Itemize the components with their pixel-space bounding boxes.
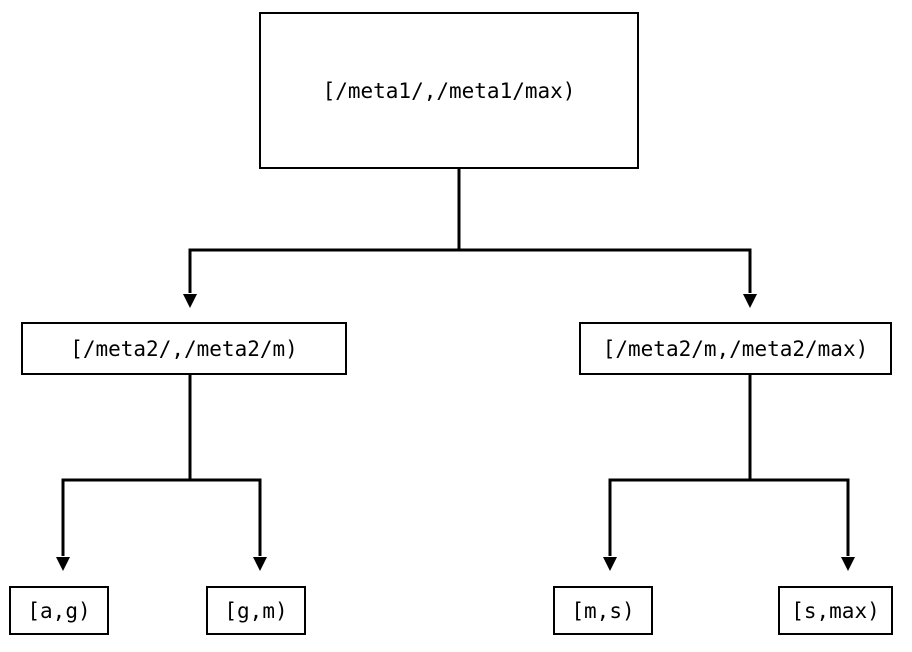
- edge-mid-left-to-leaf-ag: [56, 375, 192, 571]
- node-mid-left-label: [/meta2/,/meta2/m): [70, 336, 298, 361]
- edge-mid-right-to-leaf-ms: [603, 375, 752, 571]
- node-leaf-ag-label: [a,g): [27, 598, 91, 623]
- arrowhead-icon: [743, 294, 757, 308]
- node-mid-left[interactable]: [/meta2/,/meta2/m): [21, 322, 347, 375]
- arrowhead-icon: [841, 557, 855, 571]
- node-mid-right-label: [/meta2/m,/meta2/max): [602, 336, 869, 361]
- node-leaf-ms-label: [m,s): [571, 598, 635, 623]
- node-leaf-gm-label: [g,m): [224, 598, 288, 623]
- node-leaf-smax-label: [s,max): [791, 598, 880, 623]
- arrowhead-icon: [183, 294, 197, 308]
- edge-mid-left-to-leaf-gm: [188, 375, 267, 571]
- node-root-label: [/meta1/,/meta1/max): [322, 78, 576, 103]
- arrowhead-icon: [603, 557, 617, 571]
- edge-root-to-mid-left: [183, 169, 461, 308]
- edge-mid-right-to-leaf-smax: [748, 375, 855, 571]
- node-root[interactable]: [/meta1/,/meta1/max): [259, 12, 639, 169]
- arrowhead-icon: [253, 557, 267, 571]
- node-leaf-ms[interactable]: [m,s): [553, 586, 653, 635]
- node-leaf-smax[interactable]: [s,max): [778, 586, 893, 635]
- edge-root-to-mid-right: [457, 169, 757, 308]
- node-mid-right[interactable]: [/meta2/m,/meta2/max): [579, 322, 892, 375]
- arrowhead-icon: [56, 557, 70, 571]
- node-leaf-ag[interactable]: [a,g): [9, 586, 109, 635]
- node-leaf-gm[interactable]: [g,m): [206, 586, 306, 635]
